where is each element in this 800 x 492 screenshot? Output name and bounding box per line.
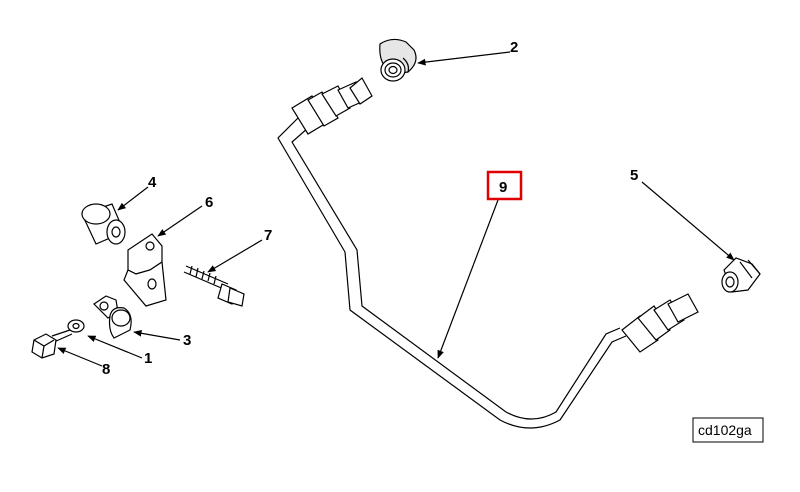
callout-9: 9 xyxy=(499,179,507,196)
callout-8: 8 xyxy=(102,361,110,378)
clamp xyxy=(93,295,132,339)
washer xyxy=(67,319,85,333)
leader-3 xyxy=(133,329,181,341)
bracket xyxy=(123,233,167,307)
straight-fitting xyxy=(721,257,761,293)
spacer xyxy=(81,203,126,245)
callout-1: 1 xyxy=(144,350,152,367)
figure-code-box xyxy=(692,417,764,443)
callout-2: 2 xyxy=(510,39,518,56)
leader-7 xyxy=(207,239,263,273)
leader-2 xyxy=(417,51,511,66)
leader-5 xyxy=(641,181,735,261)
callout-4: 4 xyxy=(148,174,157,191)
upper-tube-nut xyxy=(291,77,373,135)
leader-lines xyxy=(57,51,735,367)
leader-6 xyxy=(157,205,203,237)
elbow-fitting xyxy=(379,38,417,82)
capscrew-short xyxy=(31,329,73,359)
callout-5: 5 xyxy=(630,167,638,184)
callout-7: 7 xyxy=(264,227,272,244)
figure-code-label: cd102ga xyxy=(692,417,764,443)
leader-9 xyxy=(437,199,499,359)
leader-8 xyxy=(57,347,103,367)
leader-1 xyxy=(87,335,143,359)
leader-4 xyxy=(117,186,149,211)
callout-labels: 2 4 6 7 3 1 8 5 9 xyxy=(102,39,638,378)
callout-9-highlight xyxy=(486,170,523,201)
callout-3: 3 xyxy=(183,332,191,349)
fuel-tube xyxy=(277,117,627,429)
lower-tube-nut xyxy=(621,293,699,353)
figure-code-text: cd102ga xyxy=(698,422,752,438)
capscrew-long xyxy=(183,265,245,307)
callout-6: 6 xyxy=(205,194,213,211)
